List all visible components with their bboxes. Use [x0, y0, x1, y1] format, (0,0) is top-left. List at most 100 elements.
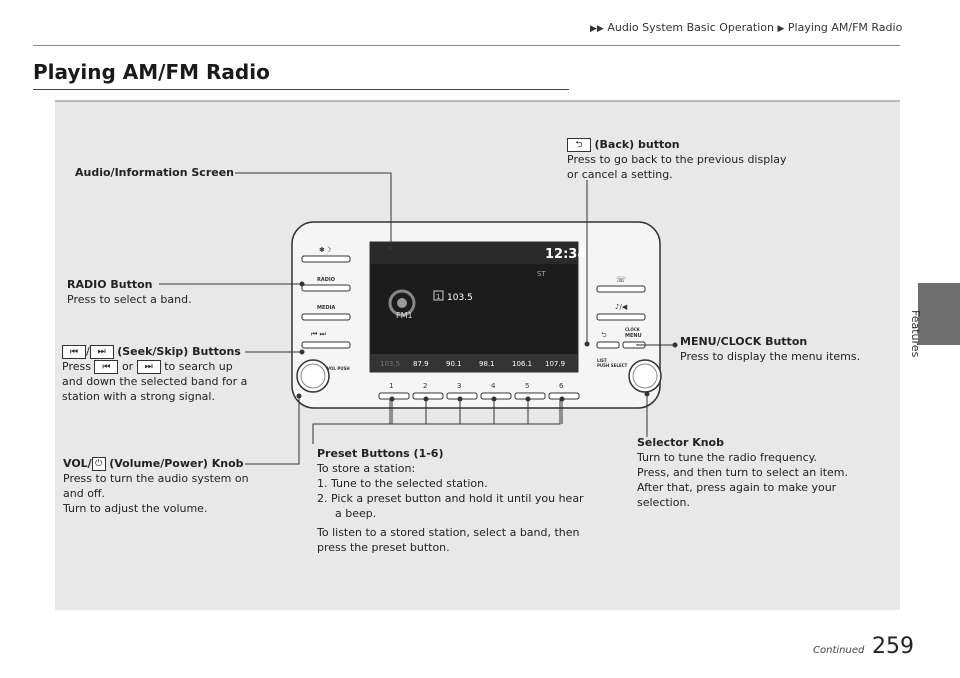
leader-presets-title [312, 423, 390, 444]
breadcrumb-arrow-icon: ▶▶ [590, 24, 604, 34]
leader-audio-screen [235, 172, 392, 248]
list-label: LIST [597, 358, 607, 363]
screen-stereo-indicator: ST [537, 270, 546, 278]
callout-back-desc-2: or cancel a setting. [567, 168, 673, 181]
continued-label[interactable]: Continued [813, 645, 865, 656]
callout-audio-screen-title: Audio/Information Screen [75, 166, 235, 179]
talk-button[interactable] [596, 313, 646, 321]
callout-vol-title-2: (Volume/Power) Knob [109, 457, 244, 470]
frequency-bar-label: 87.9 [413, 360, 429, 368]
breadcrumb-section[interactable]: Audio System Basic Operation [607, 21, 774, 34]
volume-knob-ring [300, 363, 326, 389]
preset-callout-dot [491, 396, 497, 402]
volume-power-knob[interactable] [296, 359, 330, 393]
dot-screen [388, 245, 394, 251]
callout-selector-desc-3: After that, press again to make your [637, 481, 837, 494]
phone-button[interactable] [596, 285, 646, 293]
radio-button[interactable] [301, 284, 351, 292]
seek-back-icon: ⏮ [62, 345, 86, 359]
callout-selector-desc-1: Turn to tune the radio frequency. [637, 451, 818, 464]
callout-volume-knob: VOL/⏻ (Volume/Power) Knob Press to turn … [63, 456, 273, 516]
preset-callout-dot [389, 396, 395, 402]
callout-menu-title: MENU/CLOCK Button [680, 335, 808, 348]
frequency-bar-label: 90.1 [446, 360, 462, 368]
callout-selector-knob: Selector Knob Turn to tune the radio fre… [637, 435, 877, 510]
preset-number-label: 2 [423, 382, 427, 390]
seek-back-icon: ⏮ [94, 360, 119, 374]
power-icon: ⏻ [91, 457, 106, 471]
talk-icon: ♪/◀ [615, 303, 628, 311]
callout-vol-desc-1: Press to turn the audio system on [63, 472, 249, 485]
callout-seek-desc-2: to search up [164, 360, 233, 373]
dot-radio [299, 281, 305, 287]
section-tab-label[interactable]: Features [909, 310, 922, 358]
callout-selector-title: Selector Knob [637, 436, 724, 449]
leader-menu-clock [636, 344, 675, 346]
phone-icon: ☏ [616, 275, 626, 284]
preset-number-label: 6 [559, 382, 564, 390]
callout-seek-desc-4: station with a strong signal. [62, 390, 215, 403]
callout-selector-desc-4: selection. [637, 496, 690, 509]
screen-clock: 12:34 [545, 247, 586, 262]
preset-number-label: 4 [491, 382, 496, 390]
callout-vol-title-1: VOL/ [63, 457, 92, 470]
back-button[interactable] [596, 341, 620, 349]
seek-skip-buttons[interactable] [301, 341, 351, 349]
preset-number-label: 1 [389, 382, 393, 390]
callout-seek-desc-3: and down the selected band for a [62, 375, 248, 388]
header-rule [33, 45, 900, 46]
clock-button-label: CLOCK [625, 327, 641, 332]
page-title: Playing AM/FM Radio [33, 60, 270, 84]
preset-callout-dot [525, 396, 531, 402]
callout-preset-step-2b: a beep. [335, 507, 377, 520]
frequency-bar-label: 107.9 [545, 360, 565, 368]
breadcrumb-page[interactable]: Playing AM/FM Radio [787, 21, 903, 34]
preset-callout-dot [559, 396, 565, 402]
media-button[interactable] [301, 313, 351, 321]
callout-preset-title: Preset Buttons (1-6) [317, 447, 444, 460]
frequency-bar-label: 98.1 [479, 360, 495, 368]
callout-vol-desc-3: Turn to adjust the volume. [63, 502, 208, 515]
title-underline [33, 89, 569, 90]
selector-knob-ring [632, 363, 658, 389]
frequency-bar-labels: 103.5 87.9 90.1 98.1 106.1 107.9 [380, 360, 565, 368]
menu-button-label: MENU [625, 333, 642, 339]
breadcrumb: ▶▶ Audio System Basic Operation ▶ Playin… [590, 21, 902, 34]
dot-volume [296, 393, 302, 399]
radio-wave-icon [388, 289, 416, 317]
media-button-label: MEDIA [317, 305, 335, 311]
callout-vol-desc-2: and off. [63, 487, 105, 500]
callout-dots [296, 245, 678, 399]
display-button[interactable] [301, 255, 351, 263]
callout-back-title: (Back) button [594, 138, 680, 151]
dot-menu [672, 342, 678, 348]
section-tab-marker [918, 283, 960, 345]
callout-preset-listen-1: To listen to a stored station, select a … [317, 526, 580, 539]
callout-seek-desc-1: Press [62, 360, 91, 373]
callout-menu-clock: MENU/CLOCK Button Press to display the m… [680, 334, 860, 364]
callout-radio-button: RADIO Button Press to select a band. [67, 277, 192, 307]
frequency-bar-label: 106.1 [512, 360, 532, 368]
leader-presets-bracket [389, 400, 561, 425]
callout-preset-buttons: Preset Buttons (1-6) To store a station:… [317, 446, 617, 555]
radio-wave-center-icon [397, 298, 407, 308]
page-number: 259 [872, 634, 914, 659]
callout-back-desc-1: Press to go back to the previous display [567, 153, 787, 166]
radio-button-label: RADIO [317, 277, 335, 283]
seek-forward-icon: ⏭ [136, 360, 161, 374]
callout-radio-desc: Press to select a band. [67, 293, 192, 306]
callout-preset-desc: To store a station: [317, 462, 416, 475]
preset-number-label: 3 [457, 382, 461, 390]
seek-forward-icon: ⏭ [89, 345, 114, 359]
preset-callout-dot [423, 396, 429, 402]
back-icon: ⮌ [601, 331, 607, 339]
frequency-bar-label: 103.5 [380, 360, 400, 368]
callout-preset-step-1: 1. Tune to the selected station. [317, 477, 488, 490]
select-label: PUSH SELECT [597, 363, 628, 368]
callout-preset-step-2a: 2. Pick a preset button and hold it unti… [317, 492, 584, 505]
screen-frequency: 103.5 [447, 293, 473, 303]
selector-knob[interactable] [628, 359, 662, 393]
screen-band: FM1 [396, 311, 413, 320]
